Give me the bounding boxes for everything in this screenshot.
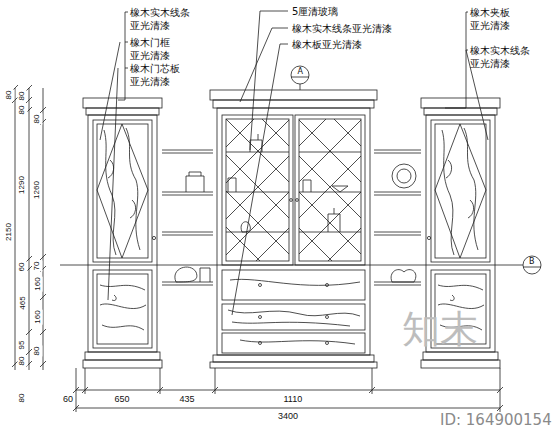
section-letter: A [298,65,303,78]
door-knob [152,236,155,239]
dimension-value: 80 [32,114,42,125]
leader-lines [100,11,488,315]
dimension-value: 160 [32,276,42,291]
dimension-value: 80 [4,90,14,101]
watermark: 知末 [402,309,478,351]
dimension-value: 80 [17,91,27,102]
middle-cabinet [210,90,377,368]
watermark-id: ID: 164900154 [440,412,552,429]
dimension-value: 435 [179,394,196,404]
dimension-value: 95 [17,340,27,351]
section-marker [523,267,541,268]
callout-text: 橡木夹板 亚光清漆 [470,6,513,32]
dimension-lines [12,85,503,412]
callout-text: 橡木板亚光清漆 [292,38,362,51]
dimension-value: 465 [17,295,27,310]
dimension-value: 80 [17,356,27,367]
dimension-value: 3400 [277,411,299,421]
dimension-value: 650 [114,394,131,404]
callout-text: 橡木门框 亚光清漆 [130,36,173,62]
callout-text: 橡木实木线条亚光清漆 [292,22,392,35]
section-letter: B [529,255,535,268]
section-line [60,84,523,265]
dimension-value: 60 [62,394,74,404]
callout-text: 橡木实木线条 亚光清漆 [470,44,533,70]
dimension-value: 80 [17,105,27,116]
door-knob [427,236,430,239]
dimension-value: 60 [17,262,27,273]
section-marker [291,77,309,78]
callout-text: 5厘清玻璃 [292,5,338,18]
dimension-value: 1290 [17,175,27,195]
left-cabinet [83,98,162,368]
dimension-value: 80 [17,393,27,404]
dimension-value: 1260 [32,180,42,200]
dimension-value: 1110 [283,394,304,404]
dimension-value: 80 [32,346,42,357]
callout-text: 橡木门芯板 亚光清漆 [130,62,183,88]
callout-text: 橡木实木线条 亚光清漆 [130,6,193,32]
dimension-value: 2150 [4,222,14,242]
dimension-value: 160 [32,309,42,324]
dimension-value: 70 [32,261,42,272]
